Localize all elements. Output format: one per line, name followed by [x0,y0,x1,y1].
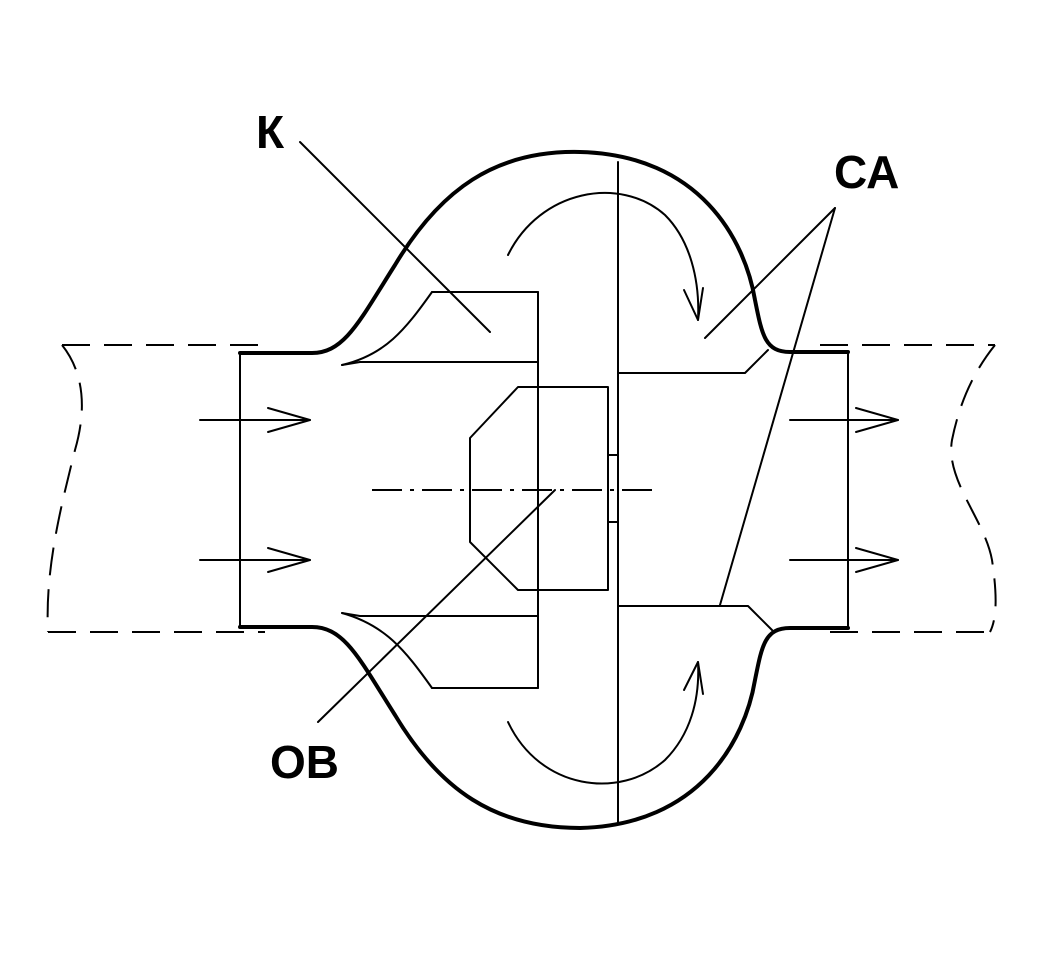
inlet-arrow-bottom [199,547,311,573]
outlet-arrow-top [789,407,899,433]
turbine-upper-vane [617,349,769,374]
turbine-lower-vane [617,605,773,631]
label-ob: ОВ [270,736,339,788]
leader-ca-upper [704,207,836,339]
hub [469,386,609,591]
dashed-pipe-left [46,344,265,633]
leader-k [299,141,491,333]
outer-casing [238,149,850,355]
leader-ob [317,489,556,723]
inlet-arrow-top [199,407,311,433]
dashed-pipe-right [820,344,997,633]
leader-ca-lower [719,207,836,606]
circulation-arrow-lower [507,661,704,785]
label-k: К [256,106,285,158]
label-ca: СА [834,146,899,198]
outlet-arrow-bottom [789,547,899,573]
outer-casing-lower [238,625,850,830]
circulation-arrow-upper [507,192,704,321]
